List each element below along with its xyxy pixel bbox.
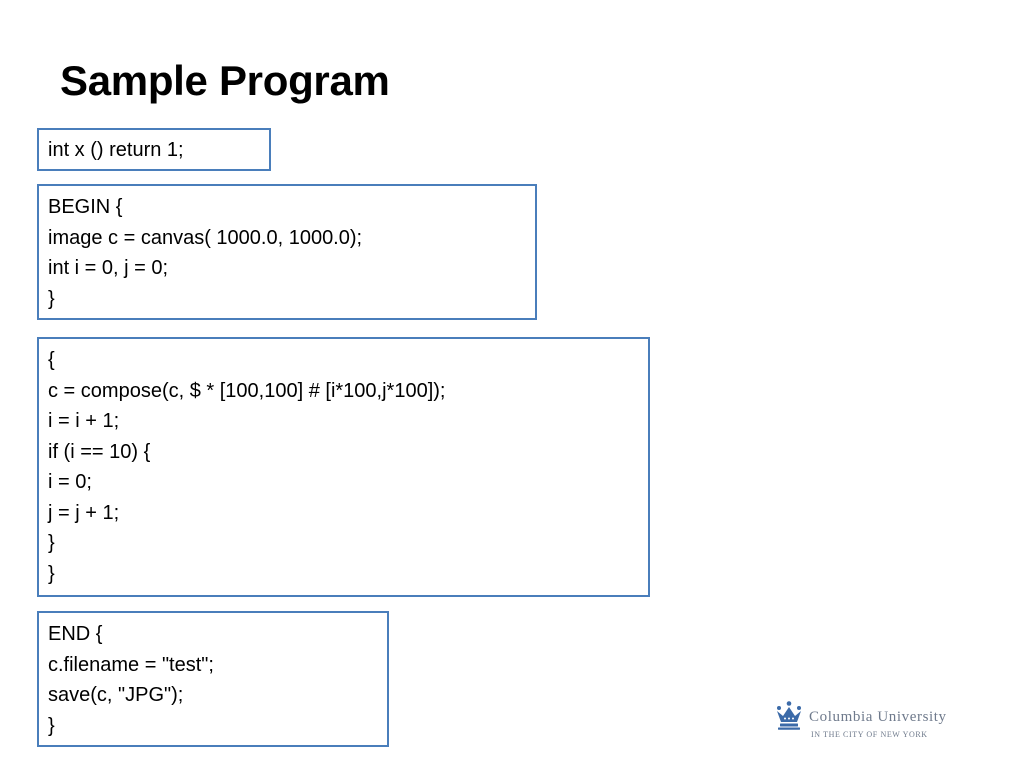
- code-line: }: [48, 714, 55, 737]
- code-line: BEGIN {: [48, 196, 123, 218]
- code-line: i = i + 1;: [48, 410, 120, 432]
- code-line: if (i == 10) {: [48, 440, 151, 463]
- code-line: c.filename = "test";: [48, 653, 214, 676]
- code-block-body: { c = compose(c, $ * [100,100] # [i*100,…: [37, 337, 650, 597]
- code-line: image c = canvas( 1000.0, 1000.0);: [48, 226, 363, 249]
- logo-name: Columbia University: [809, 709, 947, 725]
- logo-subtitle: IN THE CITY OF NEW YORK: [811, 730, 928, 739]
- code-block-end: END { c.filename = "test"; save(c, "JPG"…: [37, 611, 389, 747]
- code-line: }: [48, 287, 55, 310]
- code-line: }: [48, 562, 55, 585]
- code-line: END {: [48, 623, 103, 645]
- code-line: int i = 0, j = 0;: [48, 257, 169, 279]
- code-line: }: [48, 532, 55, 554]
- code-line: i = 0;: [48, 471, 92, 493]
- code-line: int x () return 1;: [48, 139, 184, 161]
- code-line: c = compose(c, $ * [100,100] # [i*100,j*…: [48, 379, 446, 402]
- code-block-begin: BEGIN { image c = canvas( 1000.0, 1000.0…: [37, 184, 537, 320]
- code-line: j = j + 1;: [48, 501, 120, 524]
- code-block-declaration: int x () return 1;: [37, 128, 271, 171]
- slide-title: Sample Program: [60, 57, 390, 104]
- columbia-university-logo: Columbia University IN THE CITY OF NEW Y…: [773, 698, 988, 746]
- code-line: save(c, "JPG");: [48, 684, 184, 706]
- crown-icon: [777, 701, 801, 730]
- code-line: {: [48, 349, 55, 371]
